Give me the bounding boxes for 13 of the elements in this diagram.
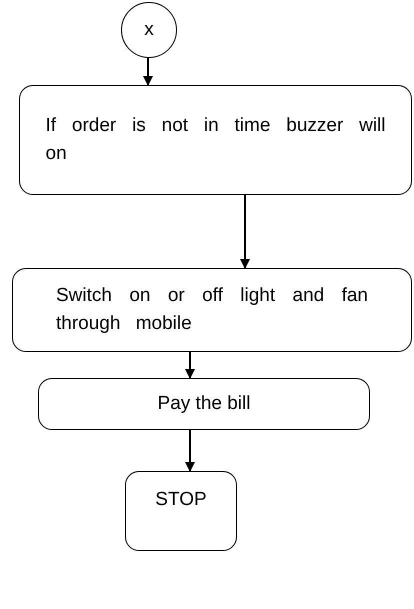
process-box <box>12 268 412 352</box>
process-box <box>38 378 370 430</box>
arrow <box>143 58 153 86</box>
arrow <box>240 195 250 269</box>
node-text: Switch on or off light and fan through mobile <box>56 284 368 336</box>
node-text: x <box>144 18 154 42</box>
node-text: STOP <box>155 488 207 512</box>
arrow <box>185 430 195 472</box>
node-text: If order is not in time buzzer will on <box>46 114 386 166</box>
arrow <box>185 352 195 379</box>
node-text: Pay the bill <box>158 392 250 416</box>
process-box <box>125 471 237 551</box>
process-box <box>19 85 412 195</box>
